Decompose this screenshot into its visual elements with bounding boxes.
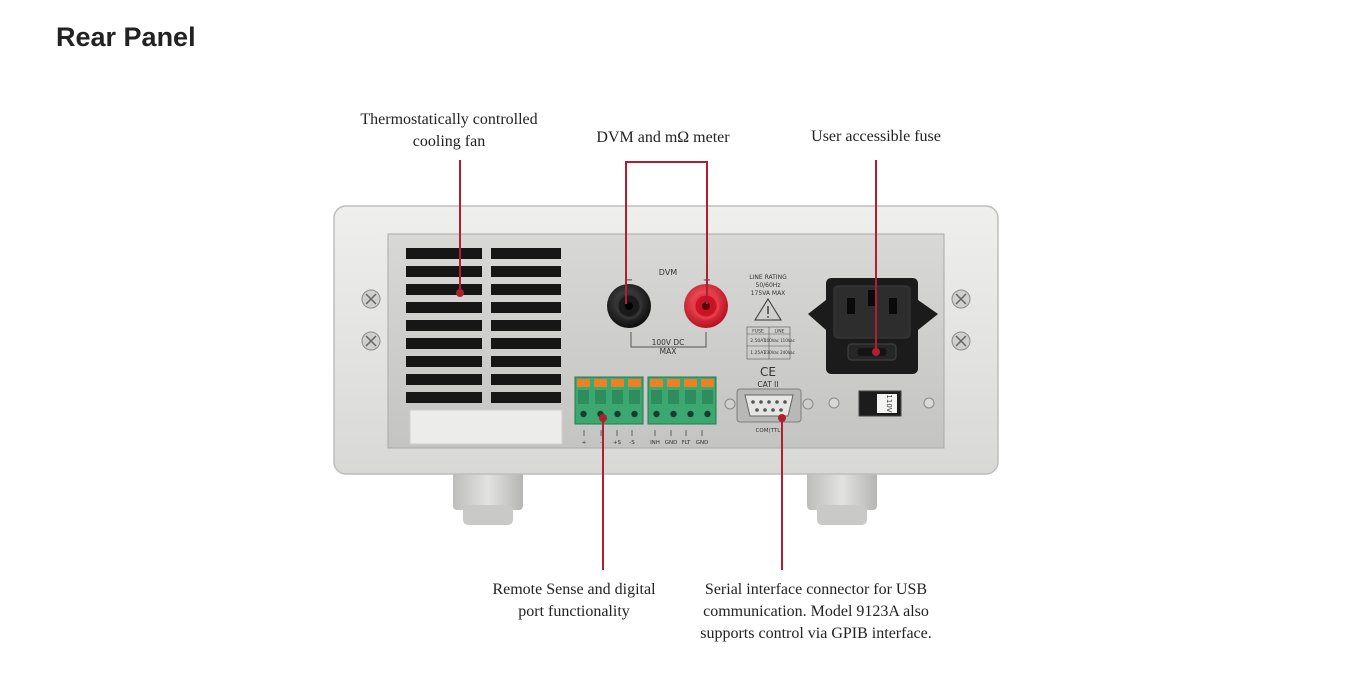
terminal-label: + (582, 440, 587, 446)
callout-user-fuse: User accessible fuse (811, 128, 941, 145)
vent-slot (491, 266, 561, 277)
com-port-label: COM(TTL) (756, 428, 783, 434)
vent-slot (491, 374, 561, 385)
vent-slot (406, 284, 482, 295)
dvm-limit-label-1: 100V DC (652, 338, 685, 347)
svg-text:FUSE: FUSE (752, 329, 764, 335)
dvm-minus-label: − (625, 275, 633, 286)
vent-slot (491, 248, 561, 259)
warning-triangle-icon (754, 298, 782, 321)
vent-slot (406, 338, 482, 349)
terminal-label: - (600, 440, 602, 446)
vent-slot (406, 302, 482, 313)
terminal-label: GND (665, 440, 678, 446)
callout-dot-fuse (872, 348, 880, 356)
dvm-limit-label-2: MAX (660, 347, 677, 356)
cat-rating-label: CAT II (757, 380, 778, 389)
svg-text:1.25AT: 1.25AT (750, 350, 766, 356)
dvm-limit-bracket (630, 332, 707, 348)
rubber-foot-left (453, 470, 523, 525)
terminal-label: GND (696, 440, 709, 446)
callout-dot-fan (456, 289, 464, 297)
vent-slot (406, 374, 482, 385)
dvm-negative-jack[interactable] (607, 284, 651, 328)
line-rating-label-2: 50/60Hz (756, 282, 781, 289)
vent-slot (491, 284, 561, 295)
screw (361, 289, 381, 309)
vent-slot (491, 356, 561, 367)
vent-slot (406, 356, 482, 367)
serial-label-sticker (409, 409, 563, 445)
fuse-screw (828, 397, 840, 409)
line-rating-label-1: LINE RATING (749, 274, 787, 281)
callout-dvm-meter: DVM and mΩ meter (596, 129, 730, 146)
svg-text:2.50AT: 2.50AT (750, 338, 766, 344)
terminal-label: -S (629, 440, 635, 446)
screw (951, 331, 971, 351)
terminal-label: FLT (682, 440, 691, 446)
callout-dot-serial (778, 414, 786, 422)
page-title: Rear Panel (56, 22, 196, 52)
screw (951, 289, 971, 309)
rubber-foot-right (807, 470, 877, 525)
svg-text:230Vac 240Vac: 230Vac 240Vac (764, 350, 795, 355)
vent-slot (406, 320, 482, 331)
vent-slot (406, 266, 482, 277)
terminal-label: +S (613, 440, 622, 446)
callout-dot-remote (599, 414, 607, 422)
cooling-fan-vent (406, 248, 561, 403)
vent-slot (491, 302, 561, 313)
vent-slot (491, 320, 561, 331)
serial-db9-connector[interactable] (724, 388, 814, 423)
fuse-rating-table: FUSE LINE 2.50AT 100Vac 110Vac 1.25AT 23… (746, 326, 795, 360)
terminal-label: INH (650, 440, 660, 446)
vent-slot (406, 392, 482, 403)
screw (361, 331, 381, 351)
svg-text:110V: 110V (885, 394, 893, 412)
line-rating-label-3: 175VA MAX (751, 290, 786, 297)
ce-mark: CE (760, 365, 776, 379)
dvm-panel-label: DVM (659, 268, 677, 277)
svg-text:LINE: LINE (774, 329, 784, 335)
mounting-screws (361, 289, 971, 351)
svg-text:100Vac 110Vac: 100Vac 110Vac (764, 338, 795, 343)
vent-slot (491, 338, 561, 349)
remote-sense-terminal-block[interactable]: + - +S -S INH GND FLT GND (574, 376, 717, 446)
callout-line-dvm (625, 161, 708, 304)
voltage-selector-switch[interactable]: 110V (858, 390, 902, 417)
fuse-screw (923, 397, 935, 409)
vent-slot (491, 392, 561, 403)
ac-power-inlet[interactable] (808, 278, 938, 374)
vent-slot (406, 248, 482, 259)
